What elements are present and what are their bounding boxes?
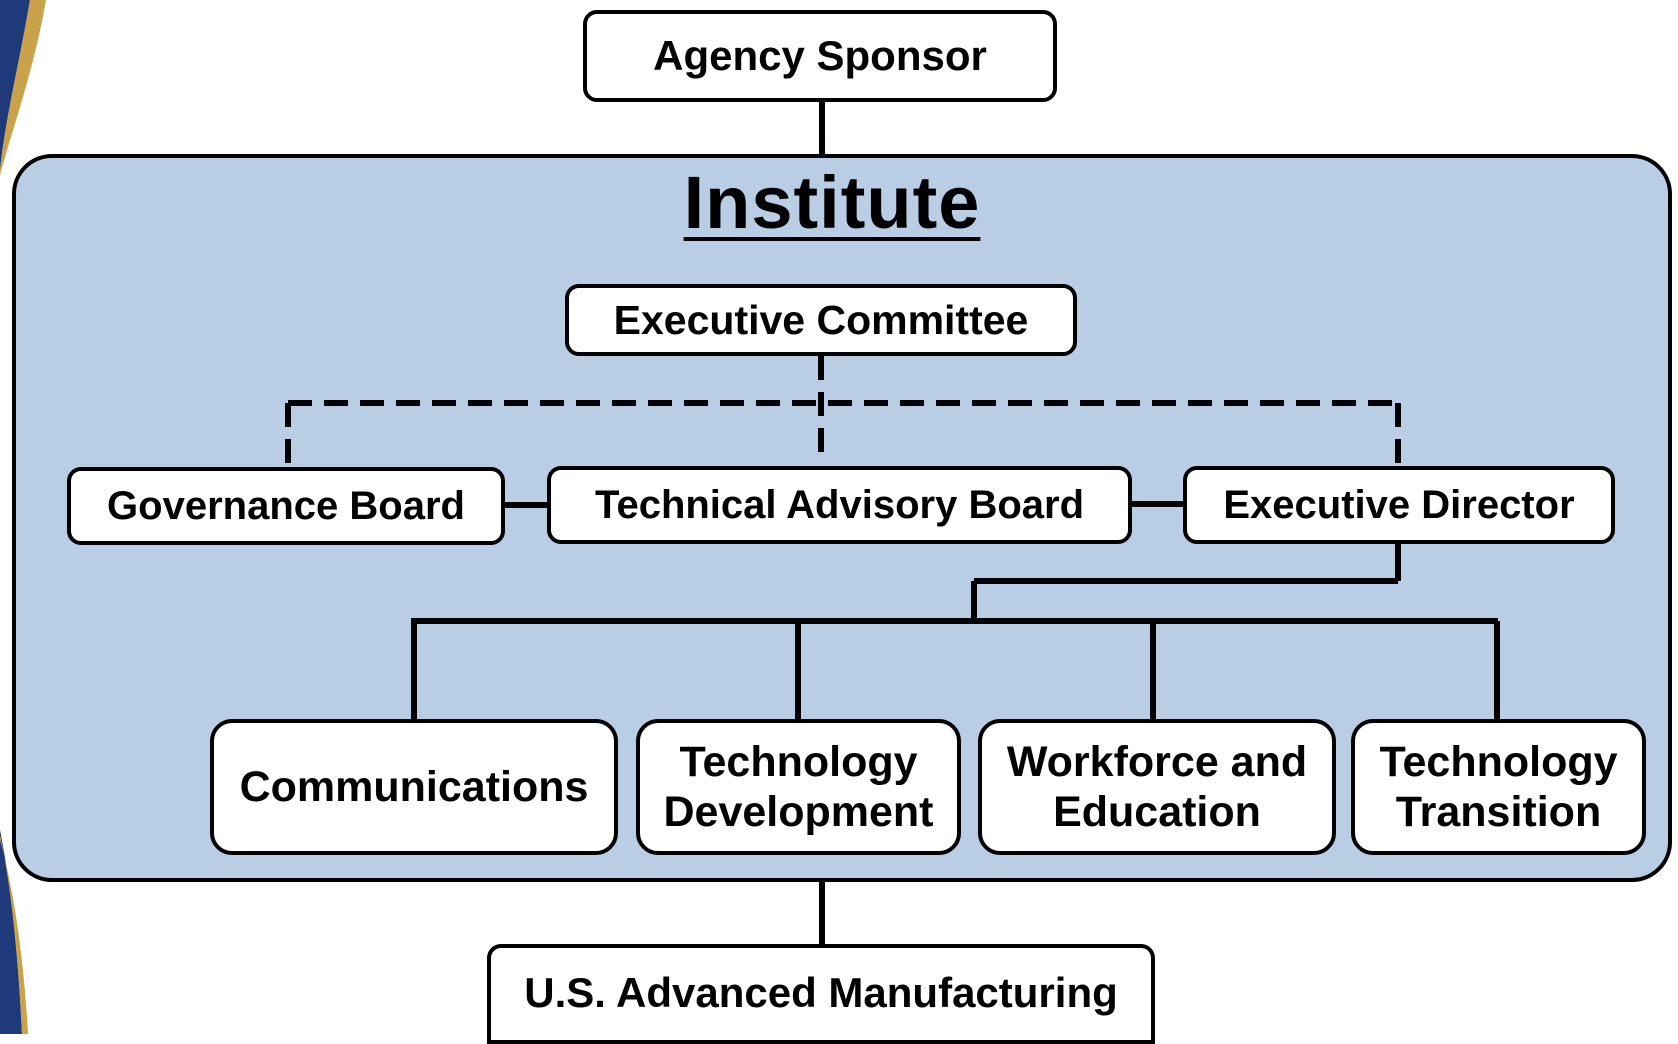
department-label-line1: Workforce and [1006,738,1308,786]
executive-director-label: Executive Director [1223,483,1575,527]
swoosh-navy-lower [0,830,22,1034]
governance-board-box: Governance Board [67,467,505,545]
institute-title: Institute [683,161,981,244]
swoosh-navy-band [0,0,30,170]
agency-sponsor-label: Agency Sponsor [653,32,987,79]
department-label-line1: Technology [679,738,918,786]
department-box-technology-transition: Technology Transition [1351,719,1646,855]
governance-board-label: Governance Board [107,484,465,528]
department-box-workforce-education: Workforce and Education [978,719,1336,855]
department-label-line1: Communications [239,763,589,811]
department-box-communications: Communications [210,719,618,855]
us-advanced-manufacturing-label: U.S. Advanced Manufacturing [524,969,1118,1016]
decorative-swoosh [0,0,46,1034]
department-label-line2: Transition [1395,788,1602,836]
department-box-technology-development: Technology Development [636,719,961,855]
executive-director-box: Executive Director [1183,466,1615,544]
department-label-line2: Development [663,788,934,836]
executive-committee-label: Executive Committee [613,297,1029,343]
swoosh-gold-band [0,0,46,175]
executive-committee-box: Executive Committee [565,284,1077,356]
swoosh-gold-lower [0,835,28,1034]
department-label-line2: Education [1053,788,1261,836]
technical-advisory-board-box: Technical Advisory Board [547,466,1132,544]
department-label-line1: Technology [1379,738,1618,786]
agency-sponsor-box: Agency Sponsor [583,10,1057,102]
us-advanced-manufacturing-box: U.S. Advanced Manufacturing [487,944,1155,1044]
technical-advisory-board-label: Technical Advisory Board [594,483,1085,527]
